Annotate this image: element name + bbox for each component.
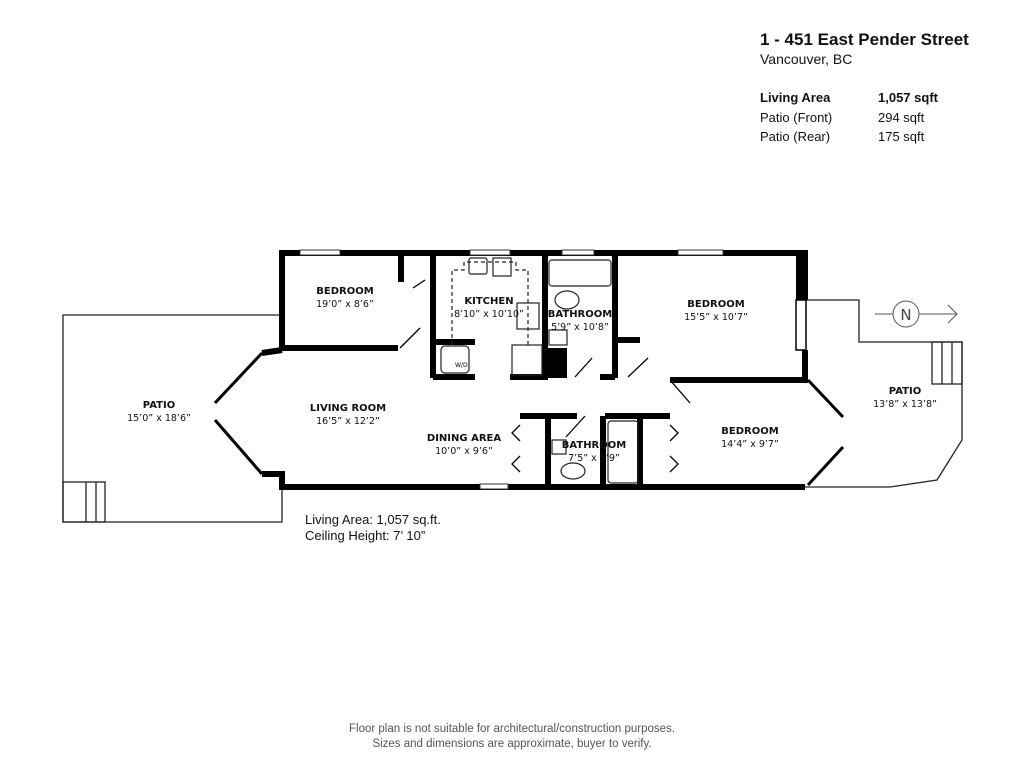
room-name-bathroom-2: BATHROOM: [562, 440, 626, 451]
room-name-bathroom-1: BATHROOM: [548, 309, 612, 320]
area-row-patio-rear: Patio (Rear) 175 sqft: [760, 129, 924, 144]
patio-outlines: [62, 299, 963, 523]
room-name-bedroom-3: BEDROOM: [721, 426, 778, 437]
compass-label: N: [900, 306, 911, 324]
wall-block: [796, 255, 808, 300]
property-address: 1 - 451 East Pender Street: [760, 30, 969, 49]
room-dims-patio-rear: 13’8” x 13’8”: [873, 399, 937, 410]
washer-dryer-label: W/D: [455, 362, 468, 369]
ceiling-height-note: Ceiling Height: 7’ 10”: [305, 528, 426, 543]
property-city: Vancouver, BC: [760, 51, 853, 67]
area-row-patio-front: Patio (Front) 294 sqft: [760, 110, 924, 125]
room-dims-bedroom-3: 14’4” x 9’7”: [721, 439, 779, 450]
windows: [299, 249, 724, 490]
disclaimer-line-2: Sizes and dimensions are approximate, bu…: [372, 738, 652, 750]
room-name-bedroom-1: BEDROOM: [316, 286, 373, 297]
room-dims-living: 16’5” x 12’2”: [316, 416, 380, 427]
room-dims-dining: 10’0” x 9’6”: [435, 446, 493, 457]
room-dims-bathroom-1: 5’9” x 10’8”: [551, 322, 609, 333]
window: [795, 299, 807, 351]
room-name-patio-front: PATIO: [143, 400, 175, 411]
area-label: Patio (Front): [760, 110, 833, 125]
area-label: Patio (Rear): [760, 129, 831, 144]
room-dims-kitchen: 8’10” x 10’10”: [454, 309, 524, 320]
room-name-patio-rear: PATIO: [889, 386, 921, 397]
room-name-dining: DINING AREA: [427, 433, 501, 444]
room-dims-patio-front: 15’0” x 18’6”: [127, 413, 191, 424]
area-value: 1,057 sqft: [878, 90, 938, 105]
room-dims-bedroom-2: 15’5” x 10’7”: [684, 312, 748, 323]
plan-notes: Living Area: 1,057 sq.ft. Ceiling Height…: [305, 512, 441, 544]
room-name-living: LIVING ROOM: [310, 403, 386, 414]
disclaimer-line-1: Floor plan is not suitable for architect…: [349, 723, 675, 735]
room-name-bedroom-2: BEDROOM: [687, 299, 744, 310]
area-value: 175 sqft: [878, 129, 925, 144]
north-arrow-icon: [875, 300, 958, 328]
area-label: Living Area: [760, 90, 831, 105]
fixtures: [440, 257, 639, 484]
area-value: 294 sqft: [878, 110, 925, 125]
room-dims-bathroom-2: 7’5” x 5’9”: [568, 453, 620, 464]
living-area-note: Living Area: 1,057 sq.ft.: [305, 512, 441, 527]
bay-windows: [213, 351, 845, 487]
room-dims-bedroom-1: 19’0” x 8’6”: [316, 299, 374, 310]
area-row-living: Living Area 1,057 sqft: [760, 90, 938, 105]
disclaimer: Floor plan is not suitable for architect…: [0, 722, 1024, 752]
room-name-kitchen: KITCHEN: [464, 296, 513, 307]
door-swings: [399, 279, 691, 473]
wall-block: [545, 348, 567, 378]
